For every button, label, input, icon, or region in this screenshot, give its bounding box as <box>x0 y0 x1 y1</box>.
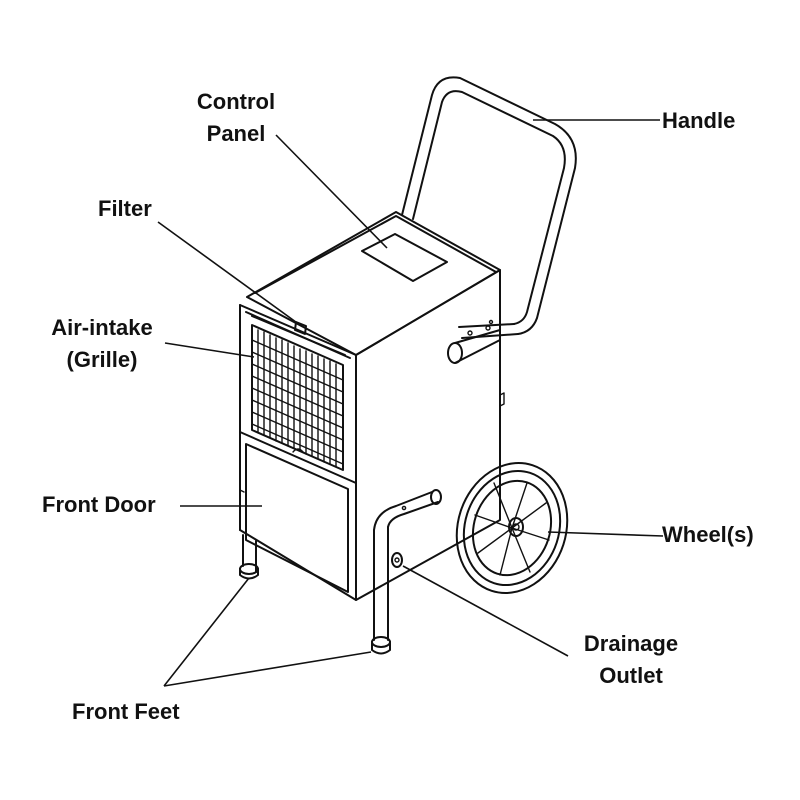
air-intake-grille <box>251 324 344 471</box>
leader-filter <box>157 221 301 326</box>
label-drainage-line1: Drainage <box>583 631 679 656</box>
leader-drainage <box>402 565 569 657</box>
leader-lines <box>157 119 664 687</box>
label-air-intake: Air-intake (Grille) <box>38 312 166 376</box>
label-control-panel: Control Panel <box>172 86 300 150</box>
leader-air-intake <box>164 342 255 358</box>
leader-front-feet <box>163 577 372 687</box>
label-handle: Handle <box>662 108 736 133</box>
label-front-door: Front Door <box>42 492 156 517</box>
leader-control-panel <box>275 134 388 249</box>
control-panel-shape <box>361 233 448 282</box>
handle-frame <box>401 76 577 364</box>
front-door <box>239 431 357 593</box>
label-control-panel-line2: Panel <box>206 121 266 146</box>
label-front-feet: Front Feet <box>72 699 180 724</box>
label-control-panel-line1: Control <box>196 89 276 114</box>
label-wheels: Wheel(s) <box>662 522 754 547</box>
label-air-intake-line2: (Grille) <box>66 347 138 372</box>
wheel <box>455 462 569 594</box>
label-filter: Filter <box>98 196 152 221</box>
label-drainage-outlet: Drainage Outlet <box>566 628 696 692</box>
leader-wheels <box>547 531 664 537</box>
front-foot-right <box>371 489 442 655</box>
label-air-intake-line1: Air-intake <box>51 315 153 340</box>
dehumidifier-body <box>239 211 505 601</box>
label-drainage-line2: Outlet <box>599 663 663 688</box>
drainage-outlet <box>391 552 403 568</box>
